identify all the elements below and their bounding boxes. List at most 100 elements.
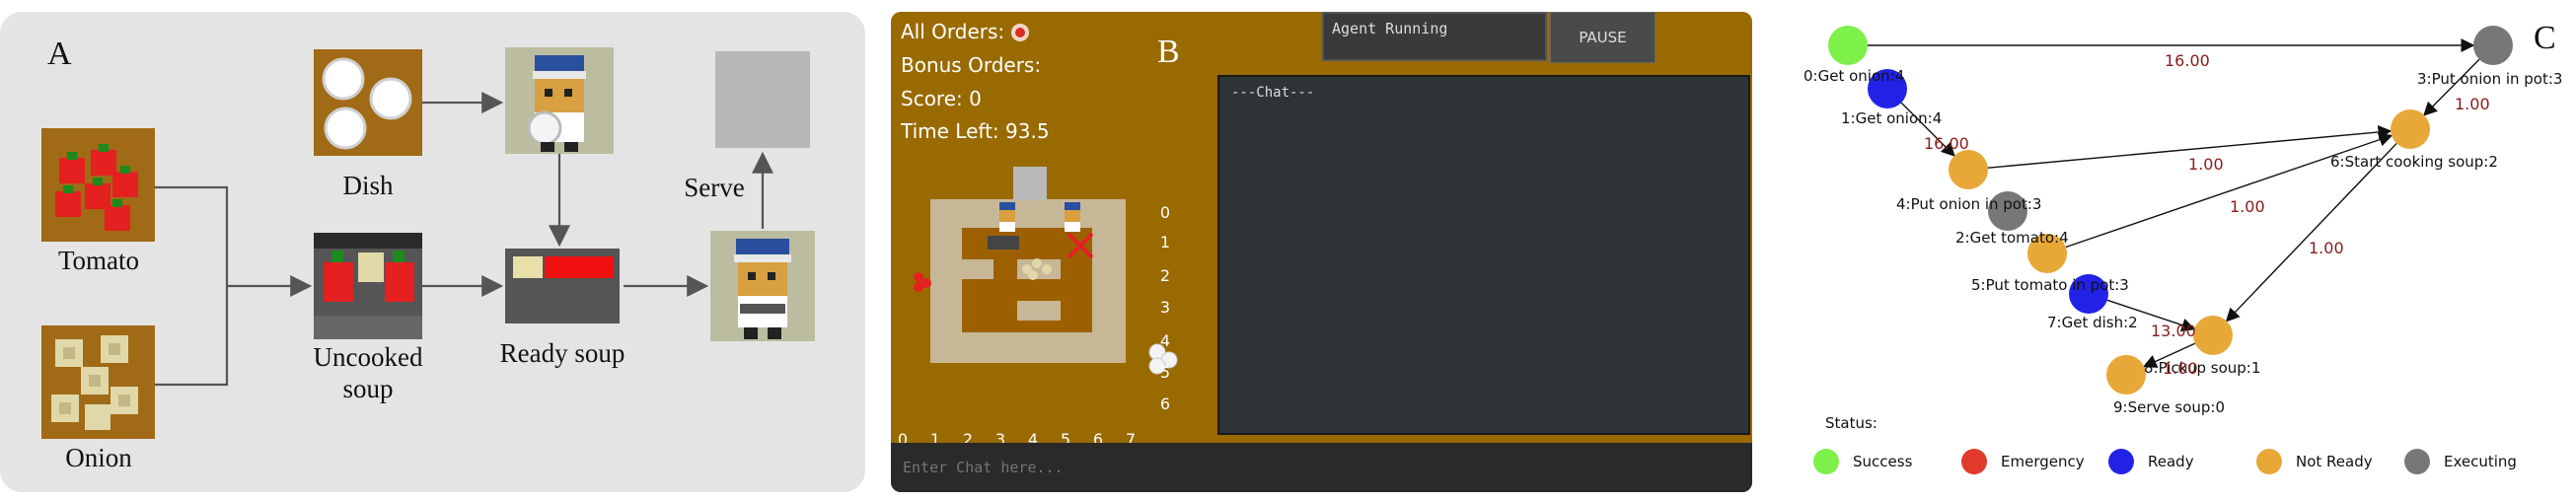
plate-icon (322, 57, 412, 150)
chef-with-dish-sprite (505, 47, 614, 154)
pause-button[interactable]: PAUSE (1550, 12, 1656, 63)
edge-weight: 1.00 (2188, 155, 2224, 174)
ready-soup-sprite (505, 249, 620, 323)
onion-sprite (41, 325, 155, 439)
uncooked-soup-sprite (314, 233, 422, 339)
graph-edge (2423, 58, 2480, 116)
graph-edge (2065, 132, 2393, 249)
x-tick: 7 (1125, 430, 1137, 449)
legend-label: Success (1853, 453, 1913, 470)
x-tick: 5 (1060, 430, 1071, 449)
panel-b: All Orders: Bonus Orders: Score: 0 Time … (891, 12, 1752, 492)
uncooked-soup-label: Uncooked soup (313, 342, 423, 403)
y-tick: 0 (1159, 203, 1171, 222)
edge-weight: 1.00 (2163, 359, 2198, 378)
pot-icon (314, 233, 422, 339)
graph-node (1949, 150, 1988, 189)
soup-progress-icon (513, 256, 614, 278)
chef-serving-icon (734, 239, 791, 339)
graph-edge (2225, 142, 2397, 323)
y-tick: 1 (1159, 233, 1171, 251)
dish-label: Dish (342, 171, 394, 200)
node-label: 8:Pickup soup:1 (2144, 359, 2261, 377)
chat-input[interactable] (891, 443, 1752, 492)
node-label: 4:Put onion in pot:3 (1896, 195, 2042, 213)
tomato-label: Tomato (57, 246, 140, 275)
node-label: 9:Serve soup:0 (2113, 398, 2226, 416)
chef-icon (527, 55, 586, 152)
graph-edge (1987, 125, 2392, 169)
x-tick: 4 (1027, 430, 1039, 449)
chat-log: ---Chat--- (1217, 75, 1750, 435)
y-tick: 2 (1159, 266, 1171, 285)
edge-weight: 1.00 (2230, 197, 2265, 216)
legend-label: Ready (2148, 453, 2194, 470)
graph-node (1868, 69, 1907, 108)
serve-label: Serve (684, 173, 745, 202)
ready-soup-label: Ready soup (499, 338, 626, 368)
tomato-icon (55, 144, 138, 231)
chef-serving-sprite (710, 231, 815, 341)
x-tick: 0 (897, 430, 909, 449)
node-label: 3:Put onion in pot:3 (2417, 70, 2563, 88)
chat-header: ---Chat--- (1231, 85, 1315, 101)
node-label: 7:Get dish:2 (2047, 314, 2138, 331)
y-tick: 5 (1159, 363, 1171, 382)
legend-swatch (2108, 449, 2134, 474)
legend-swatch (2404, 449, 2430, 474)
panel-a-letter: A (47, 36, 72, 72)
x-tick: 1 (929, 430, 941, 449)
node-label: 6:Start cooking soup:2 (2330, 153, 2498, 171)
edge-weight: 1.00 (2455, 95, 2490, 113)
y-tick: 6 (1159, 394, 1171, 413)
node-label: 2:Get tomato:4 (1955, 229, 2069, 247)
graph-edge (2142, 342, 2196, 368)
dish-sprite (314, 49, 422, 156)
edge-weight: 13.00 (2151, 322, 2196, 340)
edge-weight: 1.00 (2309, 239, 2344, 257)
graph-node (2391, 109, 2430, 149)
score-label: Score: 0 (901, 87, 982, 110)
onion-label: Onion (65, 443, 132, 472)
x-tick: 2 (962, 430, 974, 449)
x-tick: 6 (1092, 430, 1104, 449)
bonus-orders-label: Bonus Orders: (901, 53, 1042, 77)
legend-swatch (2256, 449, 2282, 474)
panel-b-letter: B (1157, 34, 1180, 70)
y-tick: 4 (1159, 331, 1171, 350)
graph-node (2069, 274, 2108, 314)
legend-label: Emergency (2001, 453, 2085, 470)
edge-weight: 16.00 (1924, 134, 1969, 153)
x-tick: 3 (994, 430, 1006, 449)
graph-node (1828, 26, 1868, 65)
agent-status-field: Agent Running (1322, 12, 1547, 61)
serve-counter (715, 51, 810, 148)
graph-edge (2106, 299, 2196, 332)
graph-edge (1900, 102, 1955, 157)
panel-a-arrows (155, 92, 773, 387)
order-soup-icon (1011, 24, 1029, 41)
tomato-sprite (41, 128, 155, 242)
node-label: 1:Get onion:4 (1841, 109, 1943, 127)
time-left-label: Time Left: 93.5 (901, 119, 1050, 143)
legend-label: Executing (2444, 453, 2517, 470)
y-tick: 3 (1159, 298, 1171, 317)
status-legend-title: Status: (1825, 414, 1877, 432)
node-label: 5:Put tomato in pot:3 (1971, 276, 2129, 294)
graph-node (1988, 191, 2027, 231)
graph-node (2027, 234, 2067, 273)
panel-c-letter: C (2534, 20, 2556, 56)
node-label: 0:Get onion:4 (1803, 67, 1905, 85)
edge-weight: 16.00 (2165, 51, 2210, 70)
agent-status-text: Agent Running (1332, 20, 1448, 37)
legend-swatch (1813, 449, 1839, 474)
legend-swatch (1961, 449, 1987, 474)
game-board (911, 155, 1207, 421)
all-orders-label: All Orders: (901, 20, 1005, 43)
onion-icon (51, 335, 138, 430)
legend-label: Not Ready (2296, 453, 2373, 470)
graph-node (2106, 355, 2146, 394)
graph-node (2473, 26, 2513, 65)
graph-node (2193, 316, 2233, 355)
